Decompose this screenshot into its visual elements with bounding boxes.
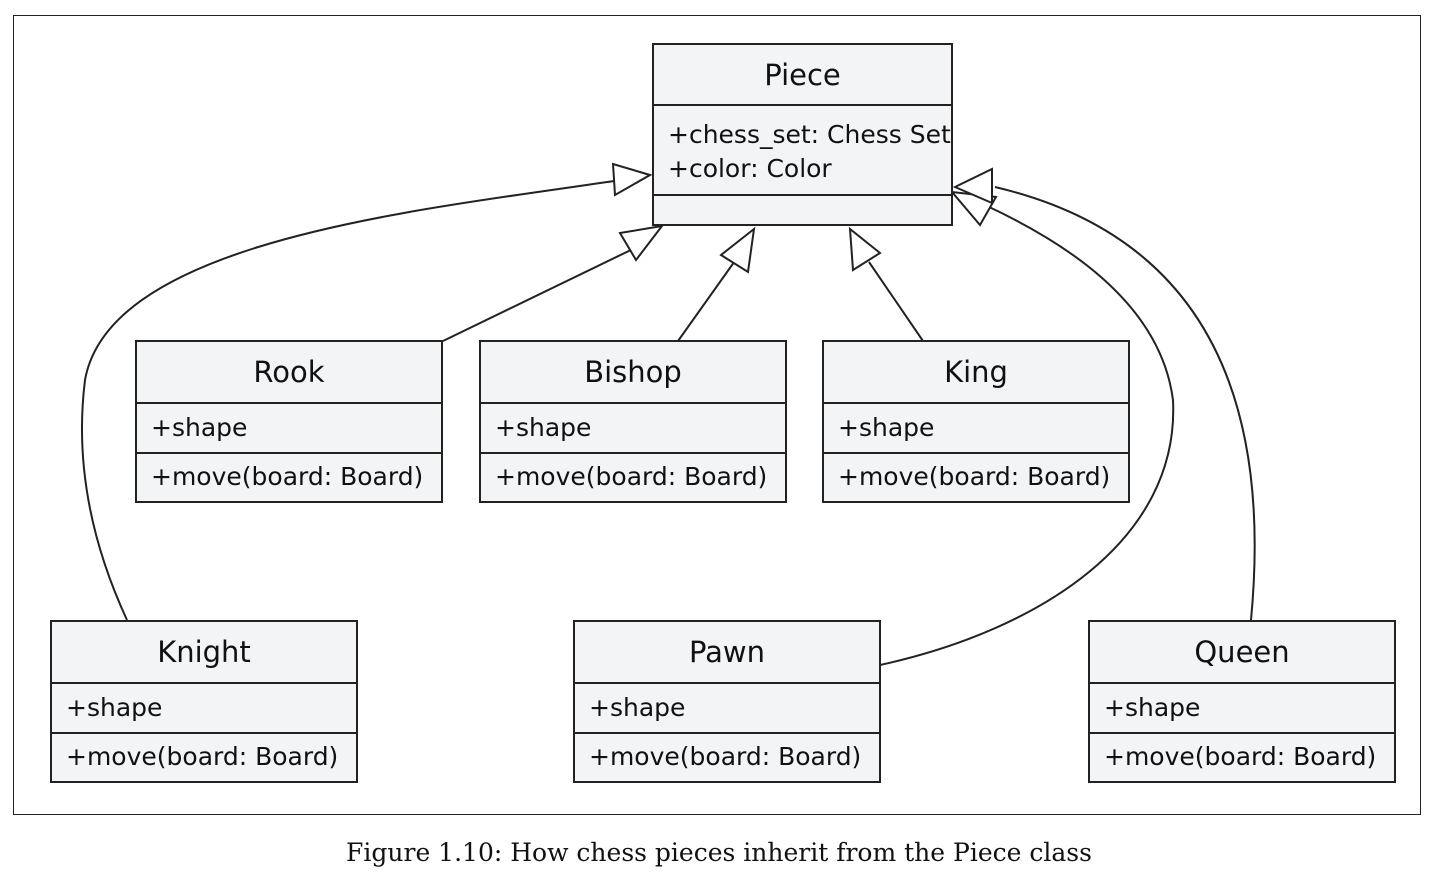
class-queen-operations: +move(board: Board) xyxy=(1090,734,1394,780)
class-rook-operations: +move(board: Board) xyxy=(137,454,441,500)
arrowhead-queen-piece xyxy=(952,167,993,205)
class-queen-attribute: +shape xyxy=(1104,693,1201,722)
class-king-operations: +move(board: Board) xyxy=(824,454,1128,500)
class-piece-attribute: +color: Color xyxy=(668,154,832,183)
class-pawn-attribute: +shape xyxy=(589,693,686,722)
class-knight-name: Knight xyxy=(52,622,356,684)
class-knight-attributes: +shape xyxy=(52,684,356,734)
arrowhead-bishop-piece xyxy=(719,226,756,274)
class-bishop-operation: +move(board: Board) xyxy=(495,462,768,491)
class-bishop-attribute: +shape xyxy=(495,413,592,442)
class-rook-name: Rook xyxy=(137,342,441,404)
class-piece-name: Piece xyxy=(654,45,951,106)
class-pawn-name: Pawn xyxy=(575,622,879,684)
class-rook-operation: +move(board: Board) xyxy=(151,462,424,491)
class-piece-operations xyxy=(654,196,951,223)
edge-king-piece xyxy=(868,261,924,342)
arrowhead-rook-piece xyxy=(618,224,665,262)
class-knight-operation: +move(board: Board) xyxy=(66,742,339,771)
arrowhead-knight-piece xyxy=(611,162,653,197)
class-king-name: King xyxy=(824,342,1128,404)
class-bishop-operations: +move(board: Board) xyxy=(481,454,785,500)
class-rook-attributes: +shape xyxy=(137,404,441,454)
class-piece-attribute: +chess_set: Chess Set xyxy=(668,120,951,149)
class-king-operation: +move(board: Board) xyxy=(838,462,1111,491)
edge-queen-piece xyxy=(994,186,1256,621)
class-bishop: Bishop +shape +move(board: Board) xyxy=(479,340,787,503)
edge-pawn-piece xyxy=(879,204,1175,666)
class-piece: Piece +chess_set: Chess Set +color: Colo… xyxy=(652,43,953,226)
class-knight: Knight +shape +move(board: Board) xyxy=(50,620,358,783)
edge-bishop-piece xyxy=(677,257,738,342)
class-queen-name: Queen xyxy=(1090,622,1394,684)
class-queen: Queen +shape +move(board: Board) xyxy=(1088,620,1396,783)
class-queen-attributes: +shape xyxy=(1090,684,1394,734)
arrowhead-king-piece xyxy=(848,226,882,272)
class-queen-operation: +move(board: Board) xyxy=(1104,742,1377,771)
class-pawn-operations: +move(board: Board) xyxy=(575,734,879,780)
edge-rook-piece xyxy=(442,246,638,342)
class-rook: Rook +shape +move(board: Board) xyxy=(135,340,443,503)
class-rook-attribute: +shape xyxy=(151,413,248,442)
class-king: King +shape +move(board: Board) xyxy=(822,340,1130,503)
class-piece-attributes: +chess_set: Chess Set +color: Color xyxy=(654,106,951,196)
class-king-attributes: +shape xyxy=(824,404,1128,454)
class-bishop-name: Bishop xyxy=(481,342,785,404)
class-king-attribute: +shape xyxy=(838,413,935,442)
class-pawn: Pawn +shape +move(board: Board) xyxy=(573,620,881,783)
class-pawn-attributes: +shape xyxy=(575,684,879,734)
edge-knight-piece xyxy=(80,180,615,621)
class-pawn-operation: +move(board: Board) xyxy=(589,742,862,771)
class-knight-attribute: +shape xyxy=(66,693,163,722)
figure-caption: Figure 1.10: How chess pieces inherit fr… xyxy=(346,838,1092,867)
class-knight-operations: +move(board: Board) xyxy=(52,734,356,780)
class-bishop-attributes: +shape xyxy=(481,404,785,454)
